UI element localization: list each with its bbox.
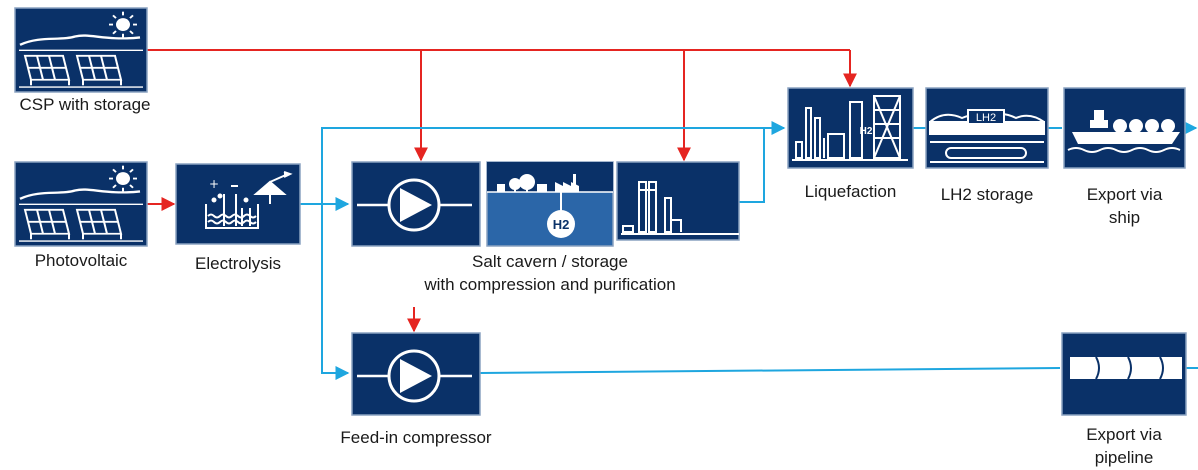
compressor-storage-box <box>351 161 481 247</box>
pipeline-icon <box>1070 356 1182 380</box>
svg-text:+: + <box>209 177 219 191</box>
lh2-tank-text: LH2 <box>976 112 996 124</box>
lng-ship-icon <box>1067 110 1181 153</box>
ship-label-line2: ship <box>1108 208 1141 227</box>
hydrogen-flow-lines <box>300 121 1198 380</box>
ship-box <box>1063 87 1186 169</box>
salt-cavern-label-line2: with compression and purification <box>424 275 676 294</box>
liquefaction-plant-icon: H2 <box>792 95 908 161</box>
pv-box <box>14 161 148 247</box>
lh2-tank-icon: LH2 <box>929 109 1045 163</box>
csp-box <box>14 7 148 93</box>
salt-cavern-h2-icon: H2 <box>487 174 613 238</box>
hydrogen-flow-to-feed-in <box>321 204 350 380</box>
electrolyzer-icon: + <box>205 171 293 229</box>
pipeline-label-line1: Export via <box>1086 425 1162 444</box>
pipeline-label-line2: pipeline <box>1094 448 1154 467</box>
hydrogen-flow-purification-to-liquefaction <box>738 128 765 203</box>
hydrogen-flow-to-liquefaction <box>321 121 786 204</box>
purification-plant-icon <box>621 181 739 235</box>
liquefaction-h2-text: H2 <box>860 126 873 137</box>
feed-in-label: Feed-in compressor <box>340 428 492 447</box>
liquefaction-label: Liquefaction <box>804 182 897 201</box>
liquefaction-box: H2 <box>787 87 914 169</box>
hydrogen-flow-feed-in-to-pipeline <box>479 367 1061 374</box>
salt-cavern-label-line1: Salt cavern / storage <box>472 252 628 271</box>
lh2-storage-label: LH2 storage <box>940 185 1034 204</box>
lh2-storage-box: LH2 <box>925 87 1049 169</box>
electrolysis-box: + <box>175 163 301 245</box>
pv-label: Photovoltaic <box>34 251 128 270</box>
salt-cavern-h2-text: H2 <box>553 217 570 232</box>
salt-cavern-box: H2 <box>486 161 614 247</box>
csp-label: CSP with storage <box>19 95 151 114</box>
power-flow-lines <box>147 49 857 333</box>
feed-in-compressor-box <box>351 332 481 416</box>
pipeline-box <box>1061 332 1187 416</box>
ship-label-line1: Export via <box>1086 185 1163 204</box>
electrolysis-label: Electrolysis <box>195 254 281 273</box>
purification-box <box>616 161 740 241</box>
